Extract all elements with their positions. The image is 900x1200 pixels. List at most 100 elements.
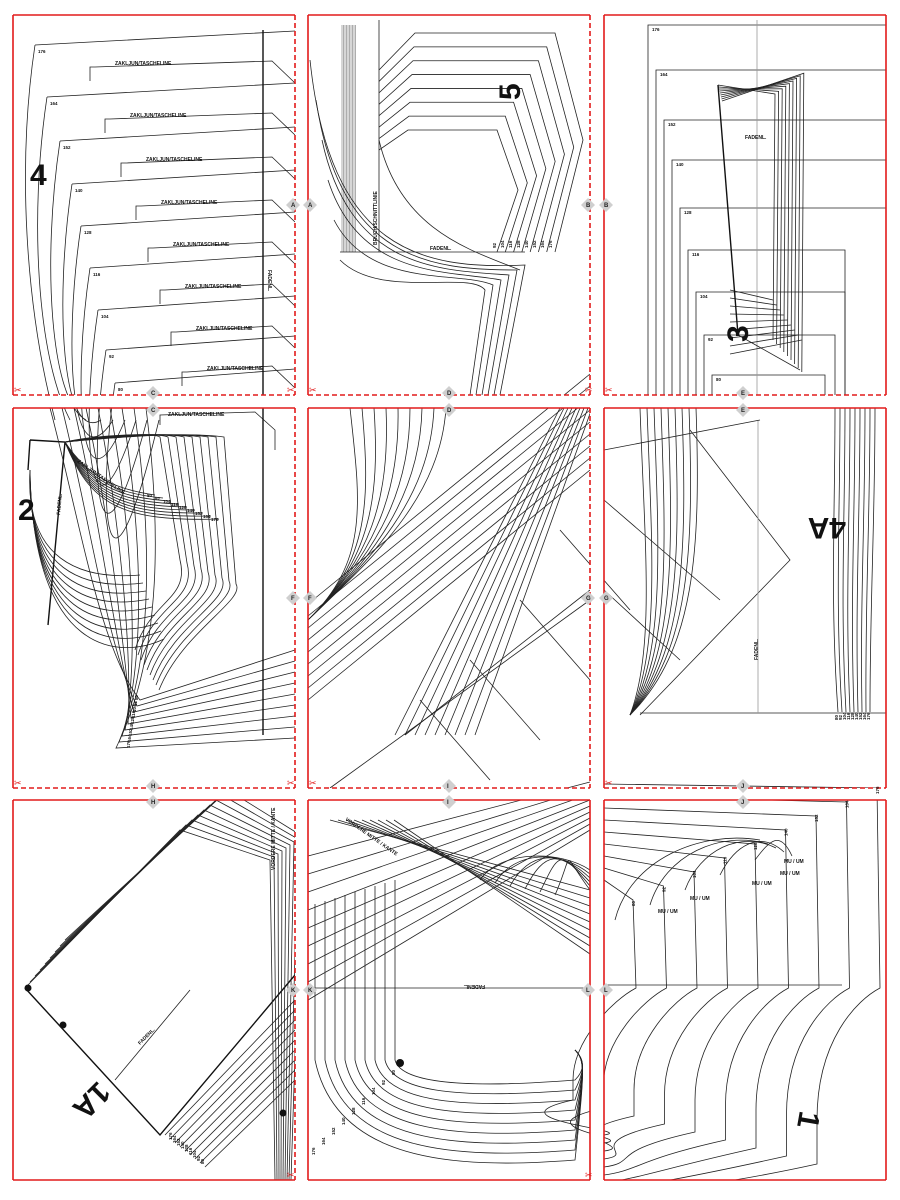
piece1a-outline <box>24 974 296 1137</box>
band-line <box>307 469 591 701</box>
size-label: 92 <box>492 242 497 248</box>
svg-text:G: G <box>604 596 609 602</box>
piece4a-right <box>856 407 861 713</box>
size-label: 176 <box>866 712 871 720</box>
pocket-curve <box>64 441 172 502</box>
size-label: 104 <box>692 870 697 878</box>
pocket-curve <box>64 441 204 514</box>
piece-number-3: 3 <box>722 325 755 342</box>
size-label: 128 <box>184 1144 189 1152</box>
size-label: 80 <box>134 694 139 700</box>
size-label: 92 <box>381 1079 386 1085</box>
piece1a-lower <box>169 1009 296 1140</box>
size-label: 140 <box>187 508 195 513</box>
piece8-line <box>354 892 583 1124</box>
scissors-icon: ✂ <box>309 778 317 788</box>
piece5-size-line <box>378 60 565 253</box>
piece4a-line <box>629 407 653 716</box>
band-cross <box>519 599 591 681</box>
svg-text:D: D <box>447 408 452 414</box>
registration-marker-F: F <box>303 591 317 605</box>
piece8-line <box>324 901 583 1154</box>
size-label: 152 <box>176 1138 181 1146</box>
grain-label-tile7: FADENL. <box>137 1027 157 1047</box>
pocket-curve <box>64 441 164 499</box>
size-label: 128 <box>516 240 521 248</box>
pocket-curve <box>64 441 156 496</box>
nested-rect <box>671 159 886 395</box>
size-label: 164 <box>203 514 211 519</box>
piece1-arc <box>754 839 793 861</box>
pocket-line-label: ZAKLJUN/TASCHELINE <box>185 284 242 290</box>
piece1a-line <box>29 824 278 1180</box>
size-label: 164 <box>321 1137 326 1145</box>
piece3-hem <box>729 289 774 301</box>
piece3-hem <box>729 324 792 331</box>
svg-text:A: A <box>308 203 313 209</box>
band-line <box>307 373 591 605</box>
piece8-arc <box>554 860 591 896</box>
size-label: 116 <box>93 272 101 277</box>
piece8-arc <box>494 856 591 884</box>
size-label: 140 <box>784 828 789 836</box>
piece8-line <box>344 895 583 1134</box>
mu-um-label-2: MU / UM <box>780 871 800 877</box>
pocket-line-label: ZAKLJUN/TASCHELINE <box>146 157 203 163</box>
band-cross <box>419 699 491 781</box>
piece3-hem <box>729 305 781 311</box>
piece6-curve <box>315 99 518 396</box>
registration-marker-D: D <box>442 403 456 417</box>
registration-marker-K: K <box>303 983 317 997</box>
piece1-size-line <box>603 831 759 1168</box>
piece1-arc <box>614 837 761 921</box>
pocket-curve <box>64 441 220 520</box>
size-label: 140 <box>75 188 83 193</box>
band-line <box>307 409 591 641</box>
pocket-line <box>89 60 296 84</box>
size-label: 104 <box>500 240 505 248</box>
piece3-line <box>721 75 801 369</box>
scissors-icon: ✂ <box>287 385 295 395</box>
size-label: 80 <box>391 1069 396 1075</box>
band-line <box>307 433 591 665</box>
piece8-top <box>337 819 591 899</box>
grain-label-tile1: FADENL. <box>266 270 272 292</box>
size-label: 176 <box>548 240 553 248</box>
svg-text:B: B <box>586 203 591 209</box>
piece4a-right <box>847 407 851 713</box>
size-label: 152 <box>195 511 203 516</box>
piece4a-right <box>861 407 866 713</box>
tile-1 <box>12 14 296 396</box>
size-label: 152 <box>128 728 133 736</box>
size-label: 152 <box>814 814 819 822</box>
scissors-icon: ✂ <box>287 1170 295 1180</box>
size-label: 176 <box>168 1132 173 1140</box>
pattern-texts: 4 5 3 2 4A 1A 1 FADENL. BRUCH/SCHNITTLIN… <box>18 83 846 1131</box>
piece8-diag <box>307 829 591 1001</box>
piece3-hem <box>729 319 788 323</box>
piece2-bottom <box>29 469 141 577</box>
pocket-line <box>120 156 296 180</box>
piece5-size-line <box>378 101 537 253</box>
piece1a-line <box>34 819 280 1180</box>
piece1-size-line <box>603 807 820 1180</box>
size-label: 176 <box>652 27 660 32</box>
curve-line <box>307 407 447 621</box>
piece1-size-line <box>603 843 728 1160</box>
size-label: 116 <box>131 710 136 718</box>
size-label: 104 <box>842 712 847 720</box>
registration-marker-B: B <box>581 198 595 212</box>
piece4a-line <box>629 407 691 716</box>
piece4a-line <box>629 407 685 716</box>
nested-rect <box>687 249 846 395</box>
svg-text:J: J <box>741 784 744 790</box>
size-label: 128 <box>753 842 758 850</box>
piece2-size-line <box>64 434 238 691</box>
piece-number-1: 1 <box>790 1109 825 1131</box>
size-label: 164 <box>660 72 668 77</box>
scissors-icon: ✂ <box>585 385 593 395</box>
piece4a-line <box>629 407 665 716</box>
svg-text:I: I <box>447 800 449 806</box>
size-label: 116 <box>508 240 513 248</box>
size-label: 104 <box>371 1087 376 1095</box>
